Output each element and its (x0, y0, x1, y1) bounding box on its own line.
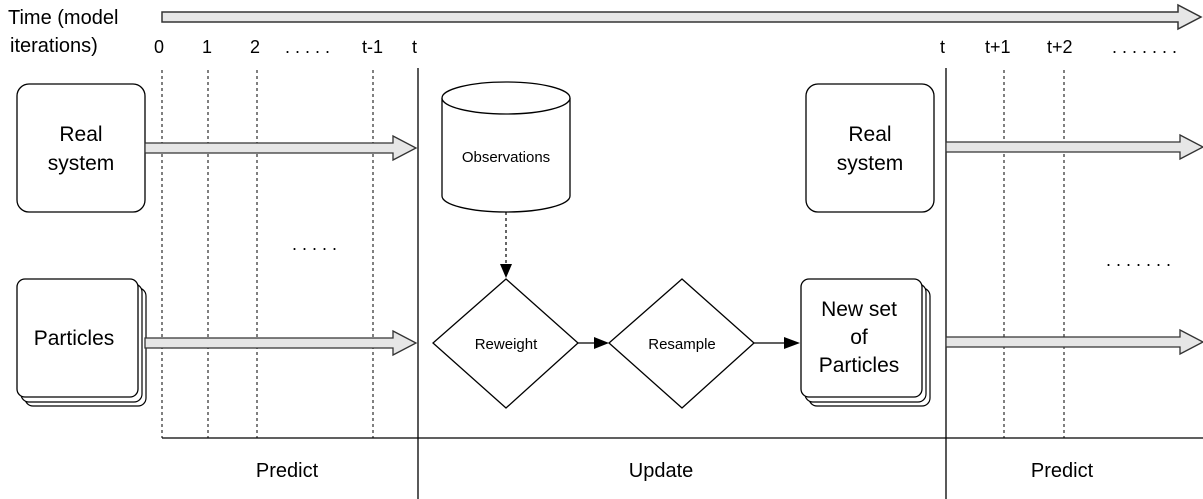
tick-ellipsis-right: . . . . . . . (1112, 37, 1177, 57)
tick-t-plus-2: t+2 (1047, 37, 1073, 57)
observations-label: Observations (462, 149, 550, 166)
time-axis-label-line2: iterations) (10, 35, 98, 57)
particles-stack-left (16, 278, 147, 407)
dotted-time-lines (161, 70, 1065, 438)
resample-diamond (608, 278, 755, 409)
phase-predict-right: Predict (1031, 460, 1094, 482)
reweight-diamond (432, 278, 579, 409)
tick-t-right: t (940, 37, 945, 57)
resample-to-newset-arrowhead (784, 337, 800, 349)
particles-left-arrow (144, 329, 418, 357)
real-system-left-arrow (144, 134, 418, 162)
tick-t-minus-1: t-1 (362, 37, 383, 57)
new-set-line2: of (850, 326, 868, 349)
observations-to-reweight-arrowhead (500, 264, 512, 278)
new-particles-stack (800, 278, 931, 407)
real-system-middle-line1: Real (848, 123, 891, 146)
real-system-left-line1: Real (59, 123, 102, 146)
resample-label: Resample (648, 336, 716, 353)
reweight-to-resample-arrowhead (594, 337, 609, 349)
particles-left-label: Particles (34, 327, 115, 350)
phase-update: Update (629, 460, 694, 482)
tick-t-left: t (412, 37, 417, 57)
time-axis-label-line1: Time (model (8, 7, 118, 29)
tick-2: 2 (250, 37, 260, 57)
tick-t-plus-1: t+1 (985, 37, 1011, 57)
particles-right-arrow (945, 328, 1203, 356)
real-system-box-left (16, 83, 146, 213)
reweight-label: Reweight (475, 336, 538, 353)
tick-1: 1 (202, 37, 212, 57)
tick-ellipsis-left: . . . . . (285, 37, 330, 57)
real-system-left-line2: system (48, 152, 115, 175)
right-ellipsis: . . . . . . . (1106, 250, 1171, 270)
real-system-right-arrow (945, 133, 1203, 161)
new-set-line1: New set (821, 298, 897, 321)
real-system-box-middle (805, 83, 935, 213)
phase-predict-left: Predict (256, 460, 319, 482)
observations-database (441, 81, 571, 213)
tick-0: 0 (154, 37, 164, 57)
real-system-middle-line2: system (837, 152, 904, 175)
left-ellipsis: . . . . . (292, 234, 337, 254)
new-set-line3: Particles (819, 354, 900, 377)
time-axis-arrow (161, 3, 1203, 31)
